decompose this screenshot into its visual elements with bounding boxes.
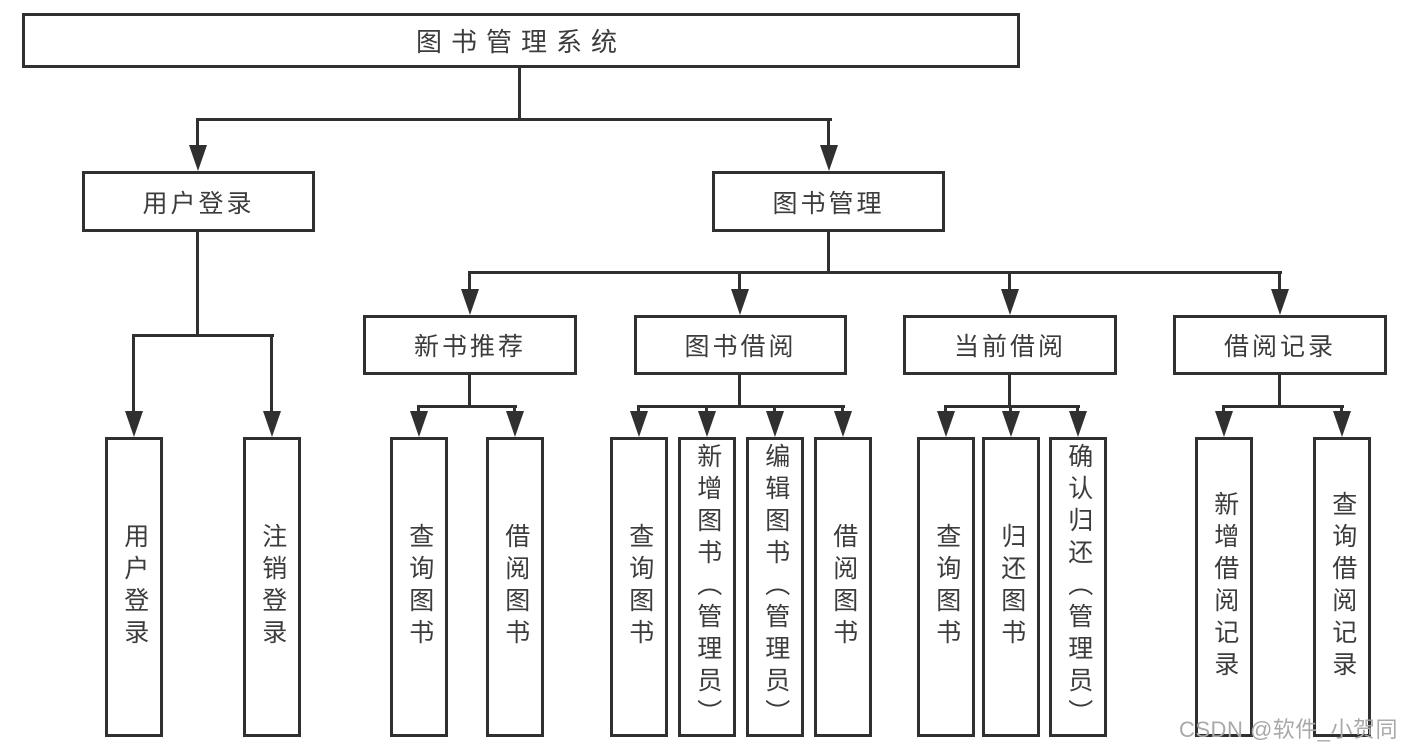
connector-line (132, 334, 274, 337)
csdn-watermark: CSDN @软件_小贺同学 (1179, 717, 1399, 742)
leaf-label: 新增图书（管理员） (693, 443, 722, 731)
node-borrowing-records: 借阅记录 (1173, 315, 1387, 375)
connector-line (468, 271, 1282, 274)
leaf-label: 新增借阅记录 (1210, 491, 1239, 683)
connector-line (827, 230, 830, 274)
node-user-login: 用户登录 (82, 171, 315, 232)
leaf-label: 查询图书 (405, 523, 434, 651)
connector-line (1278, 373, 1281, 408)
arrow-down-icon (1271, 289, 1289, 315)
node-label: 图书借阅 (684, 333, 797, 361)
arrow-down-icon (1002, 411, 1020, 437)
node-library-management-system: 图书管理系统 (22, 13, 1020, 68)
connector-line (132, 334, 135, 414)
connector-line (518, 66, 521, 120)
connector-line (196, 118, 832, 121)
leaf-edit-books-admin: 编辑图书（管理员） (746, 437, 804, 737)
leaf-label: 注销登录 (258, 523, 287, 651)
node-label: 图书管理 (772, 189, 885, 218)
connector-line (738, 271, 741, 293)
leaf-logout: 注销登录 (243, 437, 301, 737)
arrow-down-icon (834, 411, 852, 437)
connector-line (417, 405, 517, 408)
leaf-label: 借阅图书 (829, 523, 858, 651)
arrow-down-icon (189, 145, 207, 171)
node-label: 用户登录 (142, 189, 255, 218)
arrow-down-icon (461, 289, 479, 315)
leaf-query-books-borrow: 查询图书 (610, 437, 668, 737)
node-book-management: 图书管理 (712, 171, 945, 232)
node-current-borrowing: 当前借阅 (903, 315, 1117, 375)
leaf-label: 查询图书 (932, 523, 961, 651)
leaf-borrow-books: 借阅图书 (814, 437, 872, 737)
connector-line (468, 373, 471, 408)
leaf-user-login: 用户登录 (105, 437, 163, 737)
arrow-down-icon (731, 289, 749, 315)
arrow-down-icon (630, 411, 648, 437)
arrow-down-icon (698, 411, 716, 437)
node-new-book-recommendation: 新书推荐 (363, 315, 577, 375)
arrow-down-icon (1333, 411, 1351, 437)
leaf-query-books-recommend: 查询图书 (390, 437, 448, 737)
node-label: 新书推荐 (413, 333, 526, 361)
leaf-add-borrow-record: 新增借阅记录 (1195, 437, 1253, 737)
arrow-down-icon (1001, 289, 1019, 315)
connector-line (738, 373, 741, 408)
node-label: 当前借阅 (953, 333, 1066, 361)
arrow-down-icon (937, 411, 955, 437)
leaf-query-borrow-record: 查询借阅记录 (1313, 437, 1371, 737)
connector-line (270, 334, 273, 414)
node-book-borrowing: 图书借阅 (634, 315, 847, 375)
arrow-down-icon (766, 411, 784, 437)
arrow-down-icon (263, 411, 281, 437)
connector-line (196, 230, 199, 337)
leaf-label: 确认归还（管理员） (1064, 443, 1093, 731)
arrow-down-icon (125, 411, 143, 437)
connector-line (1222, 405, 1344, 408)
leaf-label: 查询借阅记录 (1328, 491, 1357, 683)
leaf-label: 查询图书 (625, 523, 654, 651)
arrow-down-icon (506, 411, 524, 437)
connector-line (468, 271, 471, 293)
leaf-label: 编辑图书（管理员） (761, 443, 790, 731)
arrow-down-icon (1069, 411, 1087, 437)
leaf-return-books: 归还图书 (982, 437, 1040, 737)
connector-line (1008, 373, 1011, 408)
arrow-down-icon (820, 145, 838, 171)
connector-line (1008, 271, 1011, 293)
connector-line (944, 405, 1080, 408)
node-label: 借阅记录 (1223, 333, 1336, 361)
leaf-borrow-books-recommend: 借阅图书 (486, 437, 544, 737)
leaf-label: 借阅图书 (501, 523, 530, 651)
arrow-down-icon (1215, 411, 1233, 437)
leaf-label: 归还图书 (997, 523, 1026, 651)
leaf-confirm-return-admin: 确认归还（管理员） (1049, 437, 1107, 737)
leaf-label: 用户登录 (120, 523, 149, 651)
leaf-query-books-current: 查询图书 (917, 437, 975, 737)
connector-line (196, 118, 199, 150)
arrow-down-icon (410, 411, 428, 437)
connector-line (637, 405, 845, 408)
connector-line (827, 118, 830, 150)
connector-line (1278, 271, 1281, 293)
leaf-add-books-admin: 新增图书（管理员） (678, 437, 736, 737)
node-label: 图书管理系统 (415, 27, 626, 57)
